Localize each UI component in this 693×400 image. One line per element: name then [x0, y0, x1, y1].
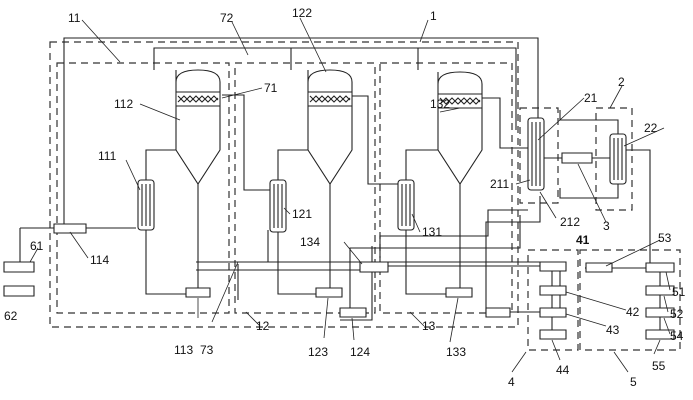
- label-61: 61: [30, 239, 44, 253]
- label-54: 54: [670, 329, 684, 343]
- unit-53: [586, 263, 612, 272]
- boundary-unit-11: [57, 63, 229, 313]
- label-122: 122: [292, 6, 312, 20]
- condenser-21: [528, 118, 544, 190]
- label-13: 13: [422, 319, 436, 333]
- unit-124: [340, 308, 366, 317]
- unit-52: [646, 286, 674, 295]
- label-133: 133: [446, 345, 466, 359]
- label-51: 51: [672, 285, 686, 299]
- label-124: 124: [350, 345, 370, 359]
- column-122: [308, 70, 352, 184]
- unit-41: [540, 262, 566, 271]
- boundary-system-4: [528, 250, 578, 350]
- boundary-unit-12: [235, 63, 375, 313]
- label-123: 123: [308, 345, 328, 359]
- label-212: 212: [560, 215, 580, 229]
- column-112: [176, 70, 220, 184]
- label-2: 2: [618, 75, 625, 89]
- label-111: 111: [98, 149, 117, 163]
- label-131: 131: [422, 225, 442, 239]
- label-72: 72: [220, 11, 234, 25]
- unit-113: [186, 288, 210, 297]
- boundary-unit-13: [380, 63, 512, 313]
- unit-42: [540, 286, 566, 295]
- label-52: 52: [670, 307, 684, 321]
- dashed-boundaries: [50, 42, 680, 350]
- heat-exchanger-131: [398, 180, 414, 230]
- piping: [20, 38, 660, 336]
- boundary-condenser-21: [520, 108, 558, 203]
- label-71: 71: [264, 81, 278, 95]
- label-5: 5: [630, 375, 637, 389]
- units: [4, 153, 674, 339]
- unit-133: [446, 288, 472, 297]
- boundary-system-5: [580, 250, 680, 350]
- unit-123: [316, 288, 342, 297]
- label-112: 112: [114, 97, 133, 111]
- label-53: 53: [658, 231, 672, 245]
- label-11: 11: [68, 11, 81, 25]
- label-132: 132: [430, 97, 450, 111]
- unit-43: [540, 308, 566, 317]
- label-55: 55: [652, 359, 666, 373]
- reference-labels: 11 72 122 1 71 112 111 132 21 2 22 211 2…: [4, 6, 686, 389]
- label-3: 3: [603, 219, 610, 233]
- boundary-system-1: [50, 42, 518, 327]
- label-12: 12: [256, 319, 270, 333]
- label-41: 41: [576, 233, 590, 247]
- heat-exchanger-121: [270, 180, 286, 232]
- label-114: 114: [90, 253, 109, 267]
- label-121: 121: [292, 207, 312, 221]
- heat-exchanger-111: [138, 180, 154, 230]
- label-134: 134: [300, 235, 320, 249]
- label-62: 62: [4, 309, 18, 323]
- unit-134: [360, 262, 388, 272]
- label-4: 4: [508, 375, 515, 389]
- unit-61: [4, 262, 34, 272]
- label-211: 211: [490, 177, 509, 191]
- label-73: 73: [200, 343, 214, 357]
- condenser-22: [610, 134, 626, 184]
- label-113: 113: [174, 343, 193, 357]
- column-132: [438, 72, 482, 184]
- unit-54: [646, 308, 674, 317]
- label-43: 43: [606, 323, 620, 337]
- unit-51: [646, 263, 674, 272]
- unit-right-bottom: [486, 308, 510, 317]
- leader-lines: [30, 18, 670, 372]
- label-44: 44: [556, 363, 570, 377]
- boundary-system-2: [596, 108, 632, 210]
- unit-3: [562, 153, 592, 163]
- unit-62: [4, 286, 34, 296]
- label-1: 1: [430, 9, 437, 23]
- label-21: 21: [584, 91, 598, 105]
- label-22: 22: [644, 121, 658, 135]
- unit-114: [54, 224, 86, 233]
- unit-44: [540, 330, 566, 339]
- unit-55: [646, 330, 674, 339]
- label-42: 42: [626, 305, 640, 319]
